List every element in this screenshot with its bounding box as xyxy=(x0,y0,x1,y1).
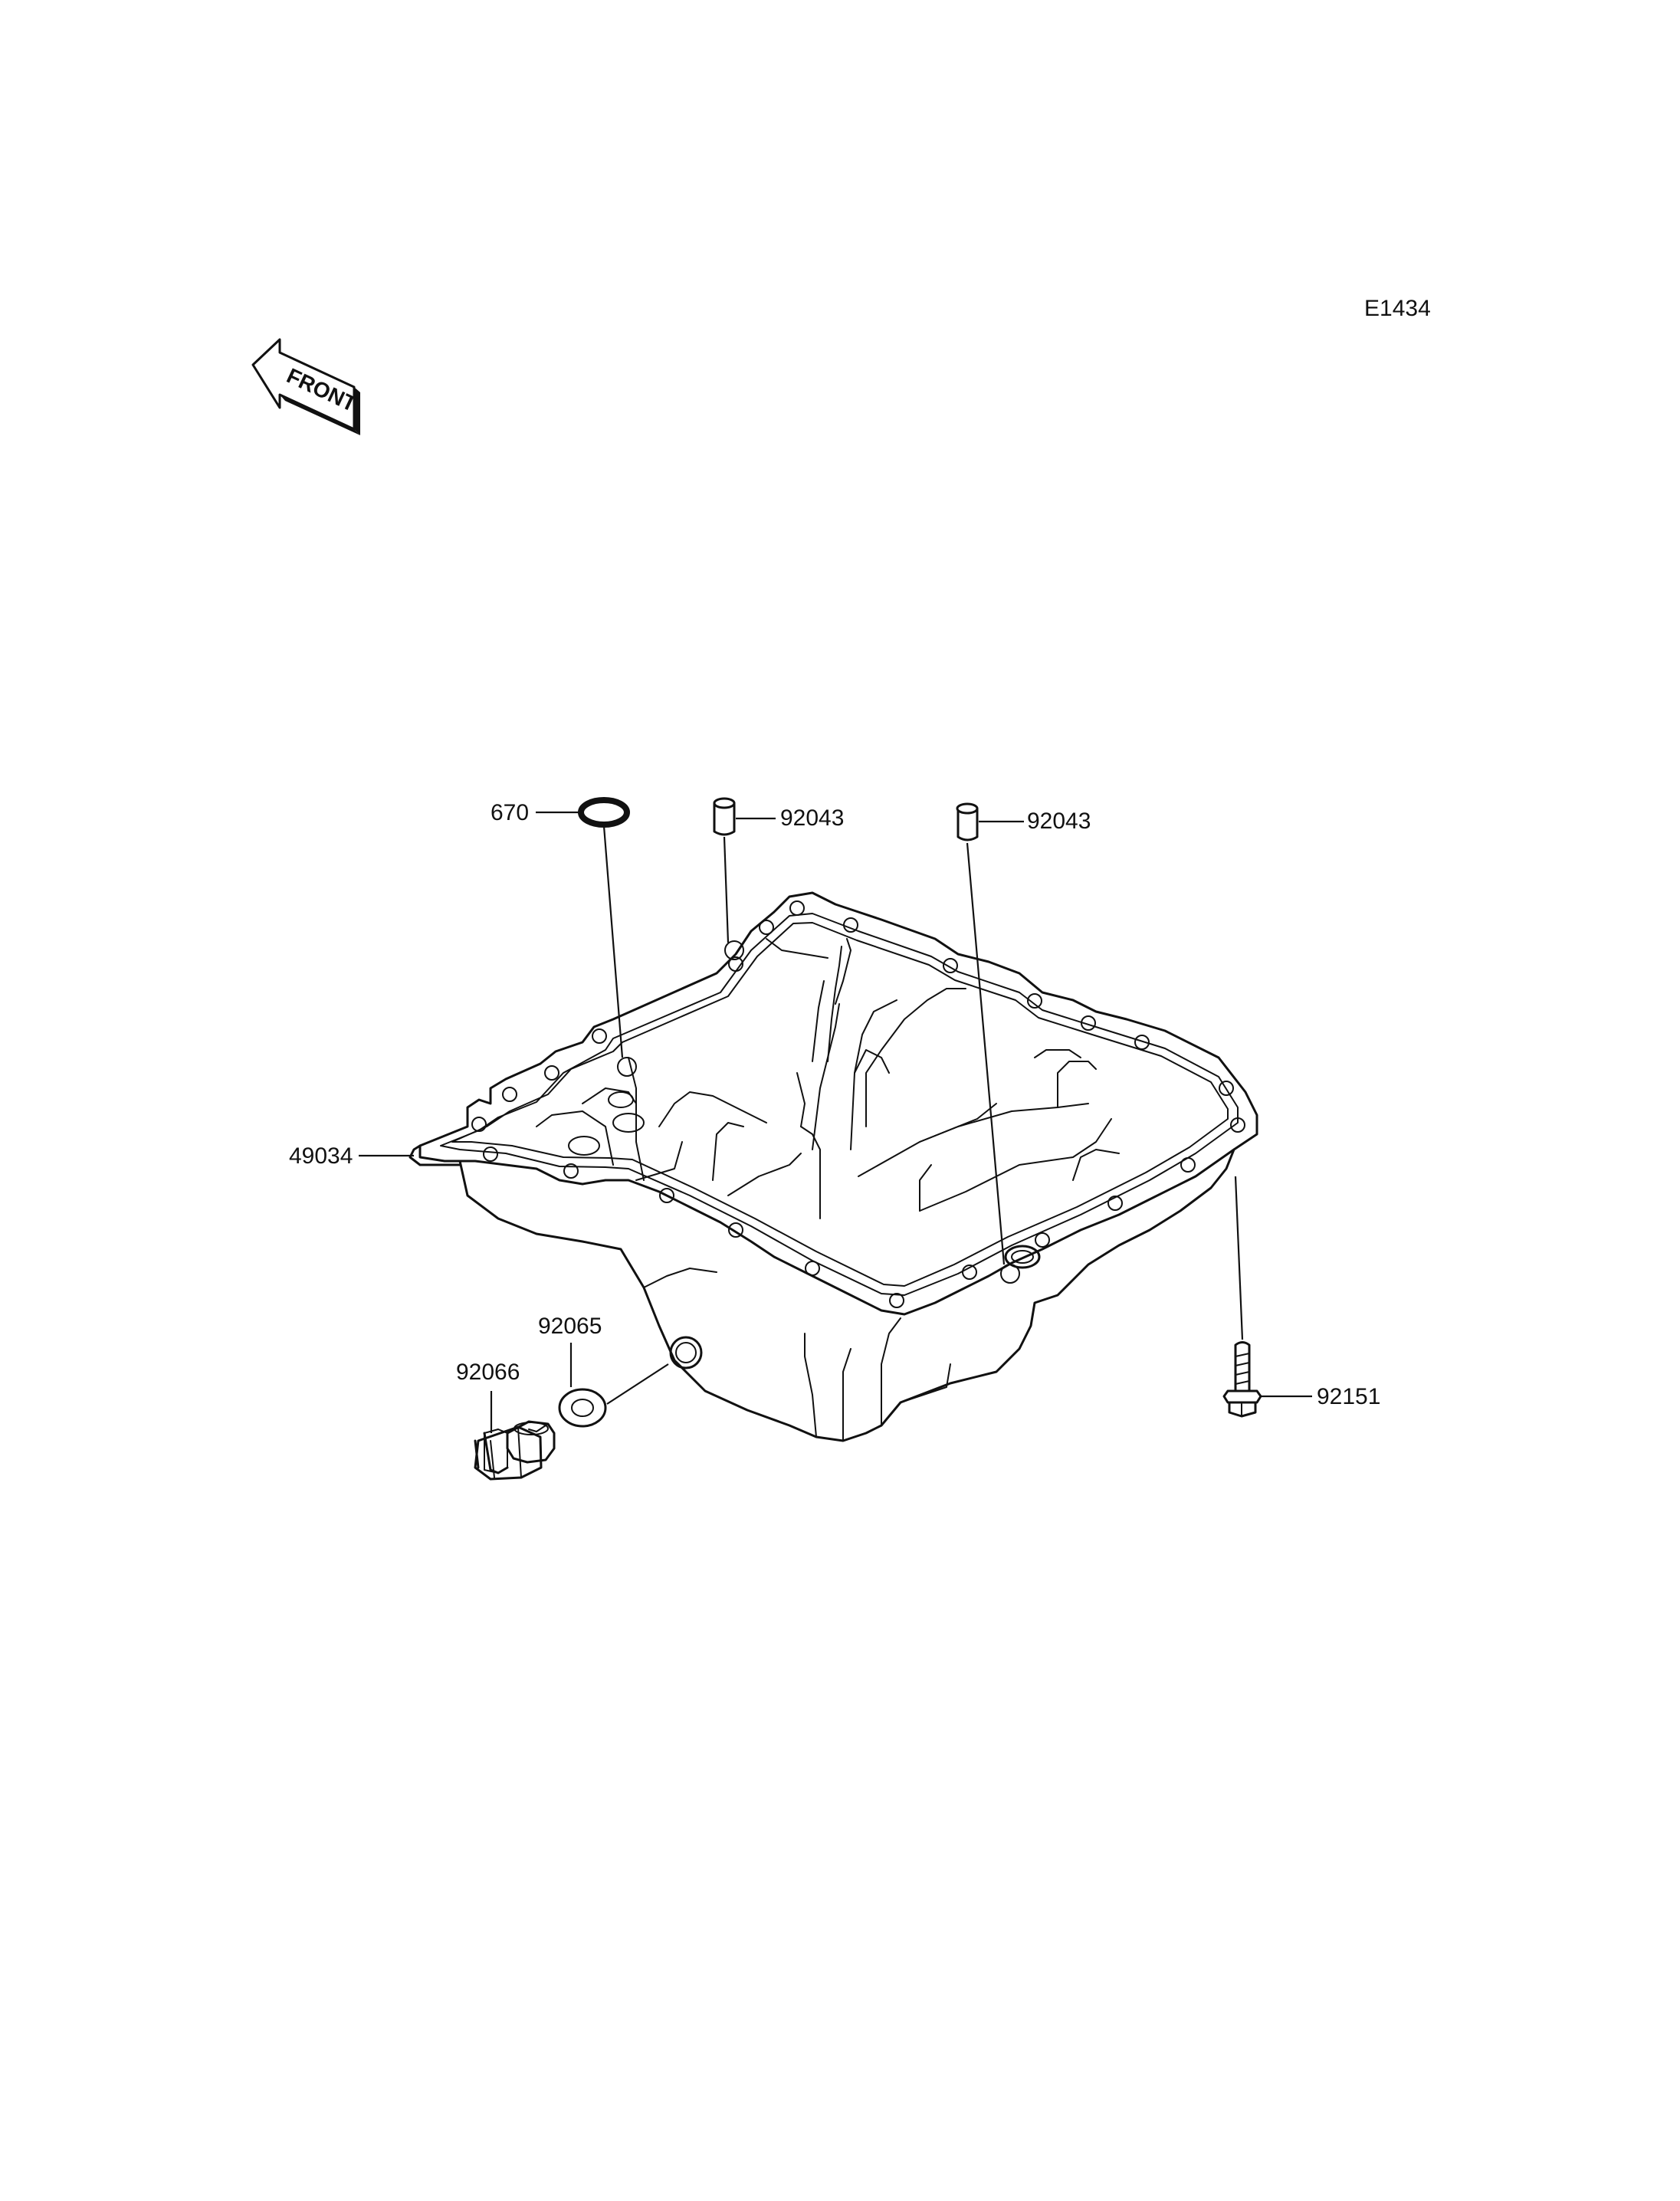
callout-label-49034: 49034 xyxy=(289,1143,353,1169)
dowel-pin-92043-left xyxy=(713,797,736,836)
diagram-code: E1434 xyxy=(1364,296,1431,321)
callout-label-670: 670 xyxy=(491,800,529,825)
drain-plug-92066 xyxy=(474,1420,556,1481)
front-arrow-icon: FRONT xyxy=(251,338,360,435)
callout-label-92151: 92151 xyxy=(1317,1384,1380,1409)
o-ring-670 xyxy=(578,797,630,828)
callout-label-92043-left: 92043 xyxy=(780,805,844,831)
dowel-pin-92043-right xyxy=(956,802,979,841)
washer-92065 xyxy=(558,1388,607,1428)
oil-pan-49034 xyxy=(409,891,1258,1442)
callout-label-92043-right: 92043 xyxy=(1027,809,1091,834)
flange-bolt-holes xyxy=(471,900,1245,1308)
callout-label-92065: 92065 xyxy=(538,1314,602,1339)
flange-bolt-92151 xyxy=(1222,1341,1262,1418)
callout-label-92066: 92066 xyxy=(456,1360,520,1385)
